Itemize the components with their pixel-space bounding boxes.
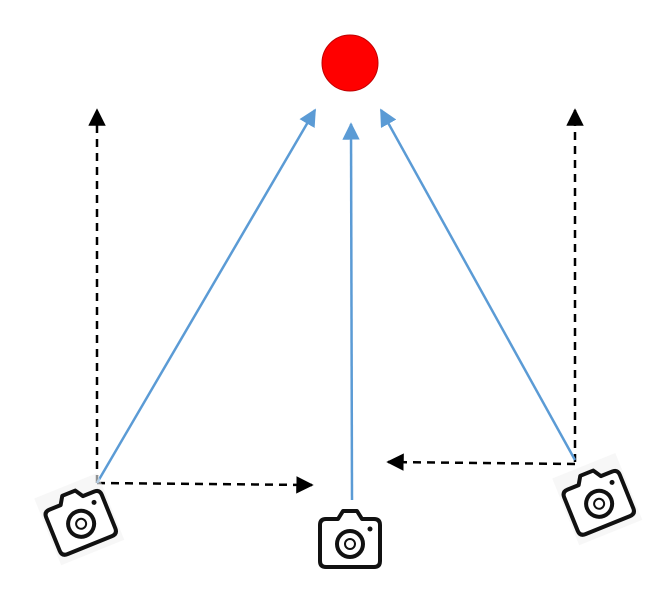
center-camera-icon [318,509,382,569]
left-camera-sight-line [95,108,317,484]
left-camera-baseline-arrow [96,476,314,494]
left-camera-icon [34,473,125,566]
target-red-dot [321,34,379,92]
center-camera-sight-line [342,122,360,501]
right-camera-icon [552,453,643,546]
right-camera-baseline-arrow [386,453,576,471]
right-camera-sight-line [379,108,577,461]
